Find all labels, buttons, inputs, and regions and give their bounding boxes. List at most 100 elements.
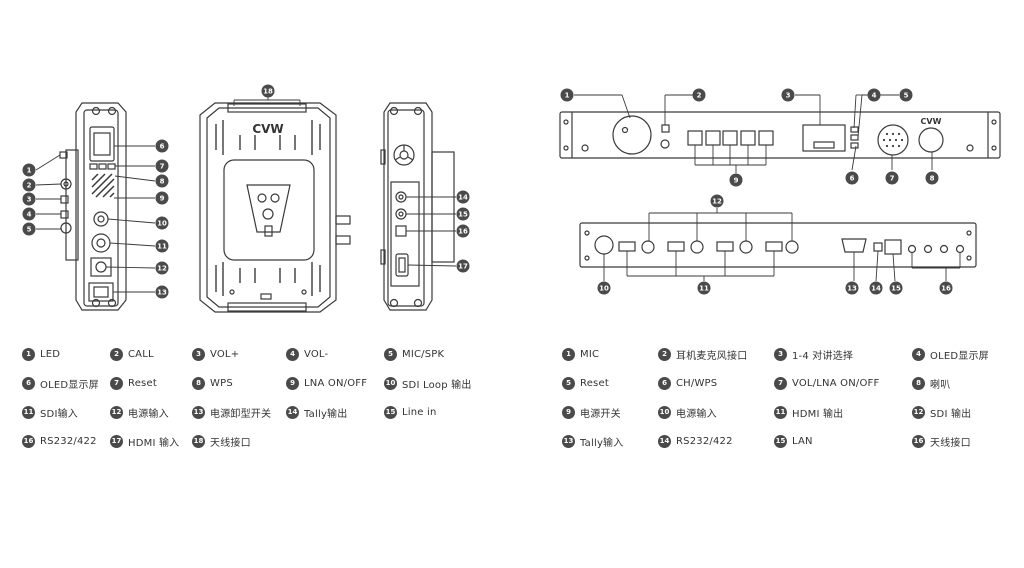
rx-callout-label-15: 15 — [891, 285, 901, 293]
rx-logo: CVW — [921, 117, 942, 126]
rx-callout-6 — [845, 171, 859, 185]
tx-callout-label-15: 15 — [458, 211, 468, 219]
rx-legend-number: 9 — [562, 405, 575, 419]
rx-callout-label-4: 4 — [872, 92, 877, 100]
rx-callout-16 — [939, 281, 953, 295]
tx-callout-16 — [456, 224, 470, 238]
tx-legend-item: 7 Reset — [110, 375, 157, 391]
rx-legend-label: 1-4 对讲选择 — [792, 350, 854, 362]
rx-legend-label: 天线接口 — [930, 437, 971, 449]
rx-callout-2 — [692, 88, 706, 102]
rx-callout-1 — [560, 88, 574, 102]
tx-legend-label: Reset — [128, 377, 157, 389]
tx-legend-label: SDI输入 — [40, 408, 78, 420]
tx-callout-label-13: 13 — [157, 289, 167, 297]
tx-legend-number: 12 — [110, 405, 123, 419]
rx-legend-number: 6 — [658, 376, 671, 390]
tx-callout-label-1: 1 — [27, 167, 32, 175]
rx-legend-number: 13 — [562, 434, 575, 448]
rx-legend-item: 6 CH/WPS — [658, 375, 717, 391]
tx-callout-label-18: 18 — [263, 88, 273, 96]
tx-callout-label-8: 8 — [160, 178, 165, 186]
tx-callout-label-10: 10 — [157, 220, 167, 228]
tx-legend-label: OLED显示屏 — [40, 379, 99, 391]
rx-callout-label-9: 9 — [734, 177, 739, 185]
tx-legend-label: VOL+ — [210, 348, 240, 360]
rx-legend-label: LAN — [792, 435, 813, 447]
tx-callout-label-7: 7 — [160, 163, 165, 171]
rx-callout-label-5: 5 — [904, 92, 909, 100]
tx-legend-item: 5 MIC/SPK — [384, 346, 444, 362]
rx-legend-number: 4 — [912, 347, 925, 361]
rx-legend-item: 4 OLED显示屏 — [912, 346, 989, 362]
tx-legend-label: HDMI 输入 — [128, 437, 180, 449]
rx-legend-label: MIC — [580, 348, 600, 360]
rx-legend-label: RS232/422 — [676, 435, 733, 447]
rx-callout-14 — [869, 281, 883, 295]
rx-legend-label: Tally输入 — [580, 437, 624, 449]
tx-callout-label-9: 9 — [160, 195, 165, 203]
rx-callout-3 — [781, 88, 795, 102]
rx-callout-label-6: 6 — [850, 175, 855, 183]
tx-legend-number: 10 — [384, 376, 397, 390]
rx-legend-number: 3 — [774, 347, 787, 361]
rx-legend-label: Reset — [580, 377, 609, 389]
rx-callout-9 — [729, 173, 743, 187]
tx-legend-number: 4 — [286, 347, 299, 361]
rx-legend-label: CH/WPS — [676, 377, 718, 389]
tx-legend-label: VOL- — [304, 348, 329, 360]
rx-legend-number: 7 — [774, 376, 787, 390]
leader-lines — [35, 94, 961, 293]
tx-callout-label-3: 3 — [27, 196, 32, 204]
rx-callout-label-1: 1 — [565, 92, 570, 100]
rx-legend-number: 11 — [774, 405, 787, 419]
rx-callout-5 — [899, 88, 913, 102]
tx-legend-label: LNA ON/OFF — [304, 377, 368, 389]
rx-legend-item: 9 电源开关 — [562, 404, 621, 420]
tx-side-view-left — [59, 102, 127, 311]
tx-callout-18 — [261, 84, 275, 98]
rx-callout-4 — [867, 88, 881, 102]
tx-legend-number: 3 — [192, 347, 205, 361]
rx-legend-label: 电源开关 — [580, 408, 621, 420]
tx-legend-number: 1 — [22, 347, 35, 361]
tx-callout-14 — [456, 190, 470, 204]
rx-callout-label-13: 13 — [847, 285, 857, 293]
rx-callout-label-7: 7 — [890, 175, 895, 183]
rx-legend-label: 喇叭 — [930, 379, 951, 391]
tx-legend-label: RS232/422 — [40, 435, 97, 447]
rx-callout-15 — [889, 281, 903, 295]
tx-legend-number: 7 — [110, 376, 123, 390]
rx-legend-number: 5 — [562, 376, 575, 390]
tx-legend-number: 5 — [384, 347, 397, 361]
tx-callout-11 — [155, 239, 169, 253]
tx-legend-label: Tally输出 — [304, 408, 348, 420]
rx-callout-label-3: 3 — [786, 92, 791, 100]
rx-legend-label: OLED显示屏 — [930, 350, 989, 362]
tx-callout-label-12: 12 — [157, 265, 167, 273]
tx-callout-3 — [22, 192, 36, 206]
tx-callout-5 — [22, 222, 36, 236]
rx-callout-10 — [597, 281, 611, 295]
tx-legend-label: MIC/SPK — [402, 348, 445, 360]
tx-callout-9 — [155, 191, 169, 205]
rx-legend-label: SDI 输出 — [930, 408, 972, 420]
